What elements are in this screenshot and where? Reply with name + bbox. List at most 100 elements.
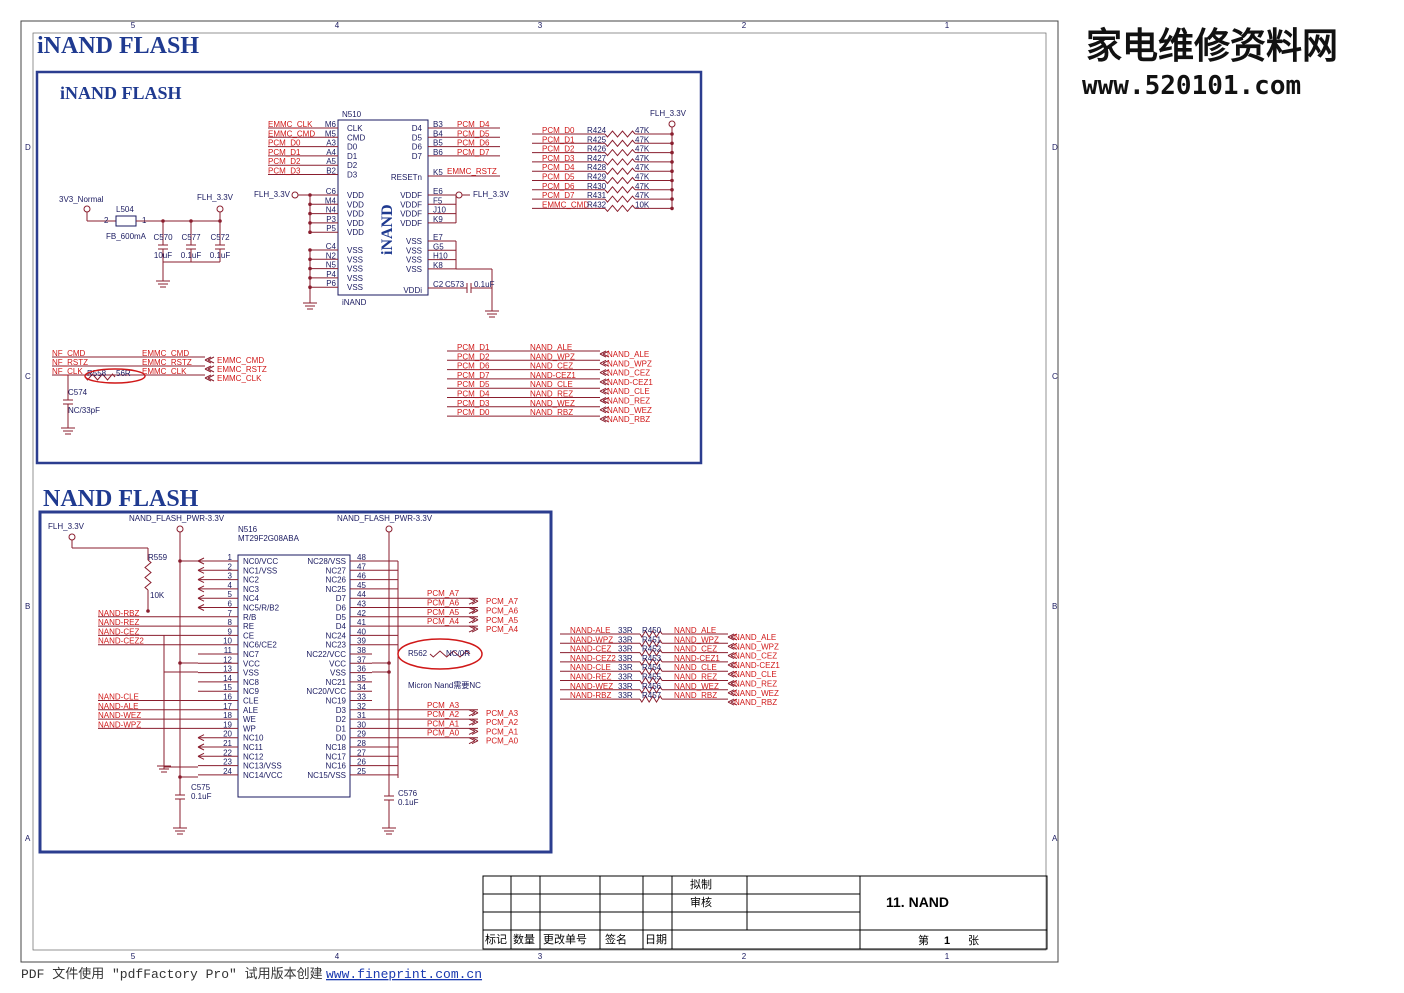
border-row-label: D [1052,143,1058,152]
n516-pin-name: D4 [336,622,347,631]
junction-dot [178,775,182,779]
port-arrow [727,698,735,706]
r562-value: NC/0R [446,649,470,658]
n510-net: EMMC_CMD [268,129,315,138]
n516-pin-name: NC14/VCC [243,771,283,780]
border-col-label: 4 [335,21,340,30]
n516-pin-name: NC20/VCC [306,687,346,696]
nand-map-pcm: PCM_D0 [457,408,490,417]
n516-pin: 42 [357,609,366,618]
n516-pin: 13 [223,665,232,674]
footer-link[interactable]: www.fineprint.com.cn [326,967,482,982]
n516-pin-name: NC24 [326,631,347,640]
port-arrow [204,365,212,373]
border-row-label: C [1052,372,1058,381]
n510-pin-name: D5 [412,133,423,142]
sheet-frame [20,20,1059,963]
n510-pin-name: VDDF [400,219,422,228]
emmc-net: EMMC_CMD [142,349,189,358]
series-value: 33R [618,626,633,635]
resistor-symbol [604,148,636,157]
border-col-label: 1 [945,952,950,961]
n516-right-net: PCM_A5 [427,608,460,617]
n516-pin: 16 [223,693,232,702]
n510-pin: K8 [433,261,443,270]
junction-dot [670,206,674,211]
pullup-net: PCM_D0 [542,126,575,135]
pullup-value: 47K [635,163,650,172]
n516-pin: 9 [228,627,233,636]
n510-reset-net: EMMC_RSTZ [447,167,497,176]
pullup-net: PCM_D3 [542,154,575,163]
junction-dot [178,559,182,563]
n510-pin-name: VDD [347,219,364,228]
r562-note: Micron Nand需要NC [408,681,481,690]
series-in-net: NAND-ALE [570,626,610,635]
n516-right-net: PCM_A1 [427,719,460,728]
n516-port: PCM_A3 [486,709,519,718]
sheet-suffix: 张 [968,934,979,947]
port-arrow [471,607,479,614]
n510-pin-name: VDD [347,228,364,237]
series-port: NAND_CLE [734,670,777,679]
nand-map-pcm: PCM_D4 [457,390,490,399]
port-arrow [602,378,610,386]
n510-chip-body [337,119,429,296]
n516-pin-name: NC15/VSS [307,771,346,780]
pullup-ref: R427 [587,154,607,163]
port-arrow [204,374,212,382]
n516-pin: 37 [357,655,366,664]
n510-pin: P4 [326,270,336,279]
n510-pin: C6 [326,187,337,196]
n516-pin: 25 [357,767,366,776]
n516-pin-name: NC1/VSS [243,566,277,575]
port-arrow [599,359,607,367]
port-arrow [727,661,735,669]
nc-marker [197,557,205,565]
n516-pin-name: D5 [336,613,347,622]
pullup-net: PCM_D5 [542,173,575,182]
n510-net: PCM_D3 [268,167,301,176]
n516-pin: 8 [228,618,233,627]
port-arrow [599,378,607,386]
cap-ref: C577 [181,233,201,242]
n516-port: PCM_A4 [486,625,519,634]
junction-dot [308,211,312,216]
border-row-label: B [1052,602,1057,611]
n516-right-net: PCM_A2 [427,710,460,719]
junction-dot [670,197,674,201]
n510-pin: B6 [433,148,443,157]
n516-pin: 44 [357,590,366,599]
series-port: NAND_CEZ [734,652,777,661]
border-col-label: 3 [538,952,543,961]
pullup-value: 47K [635,173,650,182]
highlight-r558 [84,368,146,384]
n510-pin-name: VSS [347,246,363,255]
junction-dot [670,188,674,192]
n510-pin: F5 [433,196,443,205]
resistor-symbol [604,130,636,138]
n516-pin: 36 [357,665,366,674]
series-out-net: NAND_CLE [674,663,717,672]
series-value: 33R [618,654,633,663]
net-3v3-normal: 3V3_Normal [59,195,104,204]
series-out-net: NAND_ALE [674,626,716,635]
border-row-label: A [1052,834,1058,843]
n516-pin: 6 [228,600,233,609]
series-out-net: NAND_REZ [674,673,717,682]
n510-pin-name: VDDF [400,210,422,219]
n516-chip-body [237,554,351,798]
resistor-symbol [429,650,471,658]
n516-left-net: NAND-REZ [98,618,139,627]
pullup-ref: R428 [587,163,607,172]
nand-map-port: NAND_WEZ [607,406,652,415]
n516-pin: 18 [223,711,232,720]
nand-map-port: NAND_REZ [607,397,650,406]
series-ref: R455 [642,673,662,682]
junction-dot [670,169,674,173]
n510-part: iNAND [342,298,367,307]
resistor-symbol [604,139,636,148]
n516-pin-name: D0 [336,734,347,743]
port-arrow [599,369,607,377]
resistor-symbol [639,630,663,638]
